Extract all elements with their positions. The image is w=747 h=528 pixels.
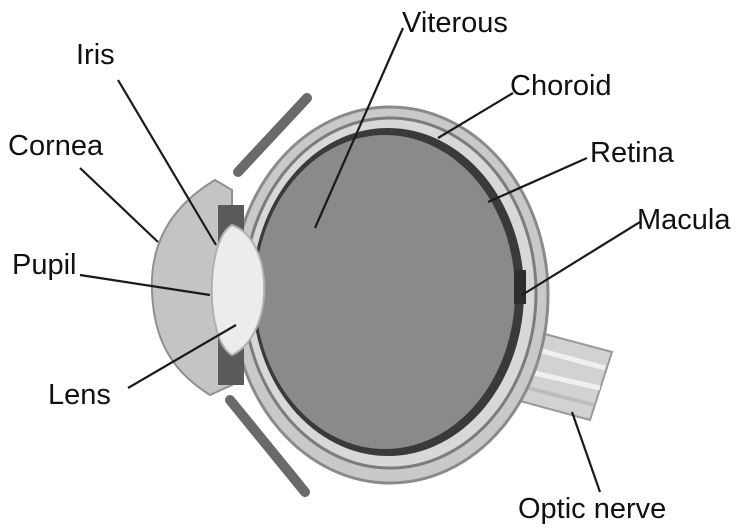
label-retina: Retina [590,137,675,169]
cornea-leader [80,168,158,242]
label-cornea: Cornea [8,130,104,162]
label-macula: Macula [637,204,731,236]
label-lens: Lens [48,379,111,411]
macula-spot [514,270,526,304]
label-optic-nerve: Optic nerve [518,493,666,525]
label-iris: Iris [76,39,115,71]
label-pupil: Pupil [12,249,77,281]
label-viterous: Viterous [402,7,508,39]
choroid-leader [438,93,513,138]
iris-leader [118,80,216,245]
label-choroid: Choroid [510,70,612,102]
vitreous-body [255,135,515,449]
optic-nerve-leader [572,412,600,492]
